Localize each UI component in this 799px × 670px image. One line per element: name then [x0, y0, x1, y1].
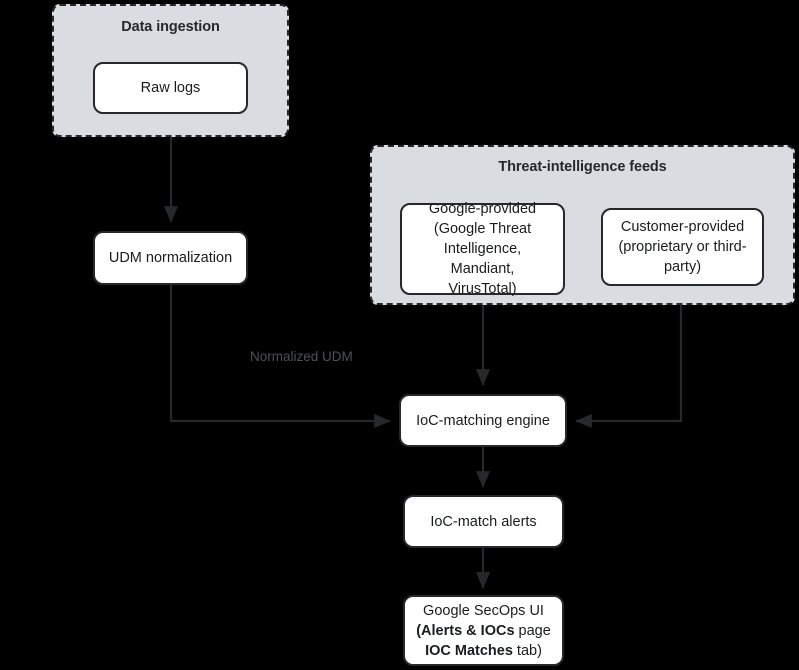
cluster-title-data-ingestion: Data ingestion — [121, 19, 220, 35]
node-google-provided-label: Google-provided (Google Threat Intellige… — [410, 199, 555, 299]
node-customer-provided-line2: (proprietary or third- — [618, 239, 747, 255]
node-google-provided-line3: Intelligence, Mandiant, — [443, 241, 522, 277]
node-udm-normalization-label: UDM normalization — [108, 250, 233, 266]
node-customer-provided-label: Customer-provided (proprietary or third-… — [611, 217, 754, 277]
edge-label-normalized-udm: Normalized UDM — [250, 349, 353, 364]
node-google-provided-line1: Google-provided — [428, 201, 537, 217]
node-secops-ui-paren-open: ( — [416, 622, 422, 639]
node-google-provided-line4: VirusTotal) — [448, 281, 517, 297]
node-google-provided[interactable]: Google-provided (Google Threat Intellige… — [400, 201, 565, 297]
node-secops-ui-line1: Google SecOps UI — [423, 602, 544, 619]
node-ioc-match-alerts-label: IoC-match alerts — [430, 513, 537, 530]
cluster-data-ingestion: Data ingestion — [52, 4, 289, 137]
cluster-title-threat-intelligence-feeds: Threat-intelligence feeds — [498, 159, 667, 175]
node-customer-provided-line3: party) — [663, 259, 702, 275]
node-google-provided-line2: (Google Threat — [433, 221, 532, 237]
node-raw-logs[interactable]: Raw logs — [93, 62, 248, 114]
node-secops-ui-page-word: page — [514, 622, 551, 639]
node-ioc-match-alerts[interactable]: IoC-match alerts — [403, 495, 564, 548]
node-google-secops-ui-label: Google SecOps UI (Alerts & IOCs page IOC… — [413, 601, 554, 661]
edge-customer-to-engine — [575, 285, 683, 429]
node-raw-logs-label: Raw logs — [140, 80, 201, 96]
node-customer-provided[interactable]: Customer-provided (proprietary or third-… — [601, 208, 764, 286]
node-secops-ui-ioc-matches-bold: IOC Matches — [425, 642, 513, 659]
node-secops-ui-tab-word: tab) — [512, 642, 542, 659]
node-customer-provided-line1: Customer-provided — [620, 219, 745, 235]
node-ioc-matching-engine-label: IoC-matching engine — [416, 412, 550, 429]
node-udm-normalization[interactable]: UDM normalization — [93, 231, 248, 285]
node-secops-ui-alerts-iocs-page-bold: Alerts & IOCs — [421, 622, 515, 639]
node-ioc-matching-engine[interactable]: IoC-matching engine — [399, 394, 567, 447]
node-google-secops-ui[interactable]: Google SecOps UI (Alerts & IOCs page IOC… — [403, 595, 564, 666]
